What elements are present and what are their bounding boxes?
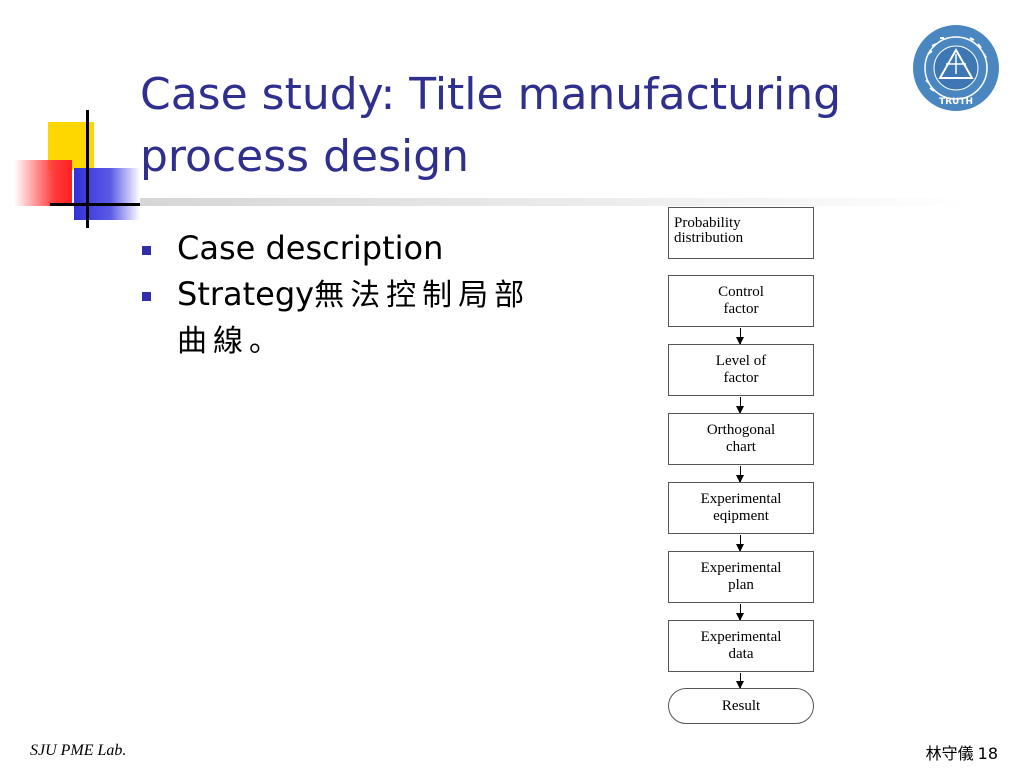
footer-lab-name: SJU PME Lab.: [30, 742, 127, 759]
flow-node-label: chart: [726, 439, 756, 455]
flow-node-result: Result: [668, 688, 814, 724]
bullet-list: Case description Strategy無法控制局部曲線。: [142, 226, 562, 366]
decor-vertical-line: [86, 110, 89, 228]
bullet-square-icon: [142, 246, 151, 255]
flow-arrow: [736, 466, 744, 483]
bullet-item-strategy: Strategy無法控制局部曲線。: [142, 272, 562, 364]
slide-title-line1: Case study: Title manufacturing: [140, 69, 842, 120]
slide-title-line2: process design: [140, 131, 470, 182]
title-underline-rule: [140, 198, 970, 206]
decor-blue-square: [74, 168, 140, 220]
bullet-square-icon: [142, 292, 151, 301]
flow-node-label: distribution: [674, 230, 744, 246]
flow-node-label: Probability: [674, 215, 741, 231]
flow-node-label: Experimental: [700, 560, 782, 576]
decor-red-square: [14, 160, 72, 206]
flow-node-label: data: [728, 646, 754, 662]
bullet-item-case-description: Case description: [142, 226, 562, 270]
bullet-text: Case description: [177, 229, 444, 267]
footer-page-number: 18: [977, 744, 998, 763]
flow-arrow: [736, 673, 744, 689]
bullet-cjk-text: 無法控制局部曲線。: [177, 278, 531, 359]
flow-node-label: factor: [723, 370, 759, 386]
flow-node-label: Level of: [715, 353, 767, 369]
slide-title: Case study: Title manufacturing process …: [140, 64, 841, 188]
university-seal-icon: TRUTH: [912, 24, 1000, 112]
flow-arrow: [736, 328, 744, 345]
flow-node-label: eqipment: [713, 508, 769, 524]
flow-node-label: plan: [728, 577, 754, 593]
flow-node-label: Experimental: [700, 629, 782, 645]
bullet-text: Strategy: [177, 275, 315, 313]
flow-arrow: [736, 535, 744, 552]
flow-node-label: Control: [718, 284, 764, 300]
flow-arrow: [736, 604, 744, 621]
decor-horizontal-line: [50, 203, 142, 206]
flow-node-label: factor: [723, 301, 759, 317]
flow-arrow: [736, 397, 744, 414]
flow-node-label: Orthogonal: [706, 422, 776, 438]
footer-author: 林守儀: [925, 744, 974, 763]
flow-node-label: Result: [721, 697, 761, 714]
svg-text:TRUTH: TRUTH: [939, 97, 973, 107]
flow-node-label: Experimental: [700, 491, 782, 507]
